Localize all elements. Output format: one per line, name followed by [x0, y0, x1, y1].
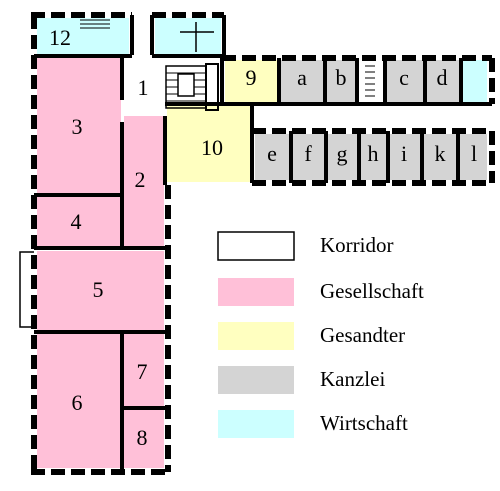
- stairs-small-icon: [80, 19, 375, 97]
- room-a-fill: [281, 60, 324, 102]
- room-k-fill: [423, 134, 457, 180]
- legend-label-kanzlei: Kanzlei: [320, 367, 385, 391]
- room-label-f: f: [304, 141, 312, 166]
- room-h-fill: [360, 134, 387, 180]
- room-i-fill: [389, 134, 421, 180]
- walls: [19, 12, 495, 475]
- legend-label-gesandter: Gesandter: [320, 323, 405, 347]
- room-4-fill: [37, 197, 121, 246]
- room-label-4: 4: [71, 209, 82, 234]
- room-label-e: e: [267, 141, 277, 166]
- room-label-12: 12: [49, 25, 71, 50]
- room-7-fill: [124, 334, 164, 406]
- room-label-d: d: [437, 65, 448, 90]
- cross-icon: [180, 22, 214, 52]
- stairs-icon: [165, 63, 219, 111]
- legend-swatch-gesellschaft: [218, 278, 294, 306]
- room-11-fill: [155, 18, 221, 55]
- room-label-1: 1: [138, 75, 149, 100]
- room-label-b: b: [336, 65, 347, 90]
- room-l-fill: [459, 134, 487, 180]
- room-2-fill: [124, 116, 164, 246]
- legend-swatch-korridor: [217, 231, 295, 261]
- room-label-3: 3: [72, 114, 83, 139]
- room-g-fill: [327, 134, 358, 180]
- room-e-fill: [255, 134, 290, 180]
- room-label-g: g: [337, 141, 348, 166]
- room-label-9: 9: [246, 65, 257, 90]
- legend-swatch-gesandter: [218, 322, 294, 350]
- legend-swatch-kanzlei: [218, 366, 294, 394]
- room-label-a: a: [297, 65, 307, 90]
- room-label-k: k: [435, 141, 446, 166]
- room-label-6: 6: [72, 390, 83, 415]
- room-b-fill: [326, 60, 356, 102]
- legend-swatch-wirtschaft: [218, 410, 294, 438]
- room-10-fill: [167, 104, 251, 182]
- room-label-5: 5: [93, 277, 104, 302]
- legend-label-korridor: Korridor: [320, 233, 393, 257]
- room-8-fill: [124, 410, 164, 468]
- room-label-8: 8: [137, 425, 148, 450]
- legend-label-wirtschaft: Wirtschaft: [320, 411, 408, 435]
- room-6-fill: [37, 334, 120, 468]
- room-label-i: i: [401, 141, 407, 166]
- legend-label-gesellschaft: Gesellschaft: [320, 279, 424, 303]
- room-label-l: l: [471, 141, 477, 166]
- room-label-10: 10: [201, 135, 223, 160]
- room-3-fill: [37, 58, 121, 193]
- room-f-fill: [292, 134, 325, 180]
- room-label-h: h: [368, 141, 379, 166]
- room-d-fill: [426, 60, 460, 102]
- room-ext-fill: [462, 60, 487, 102]
- room-label-7: 7: [137, 359, 148, 384]
- room-9-fill: [225, 60, 278, 102]
- room-5-fill: [37, 251, 164, 330]
- room-label-2: 2: [135, 167, 146, 192]
- room-c-fill: [386, 60, 424, 102]
- room-label-c: c: [399, 65, 409, 90]
- legend: Korridor Gesellschaft Gesandter Kanzlei …: [217, 231, 424, 438]
